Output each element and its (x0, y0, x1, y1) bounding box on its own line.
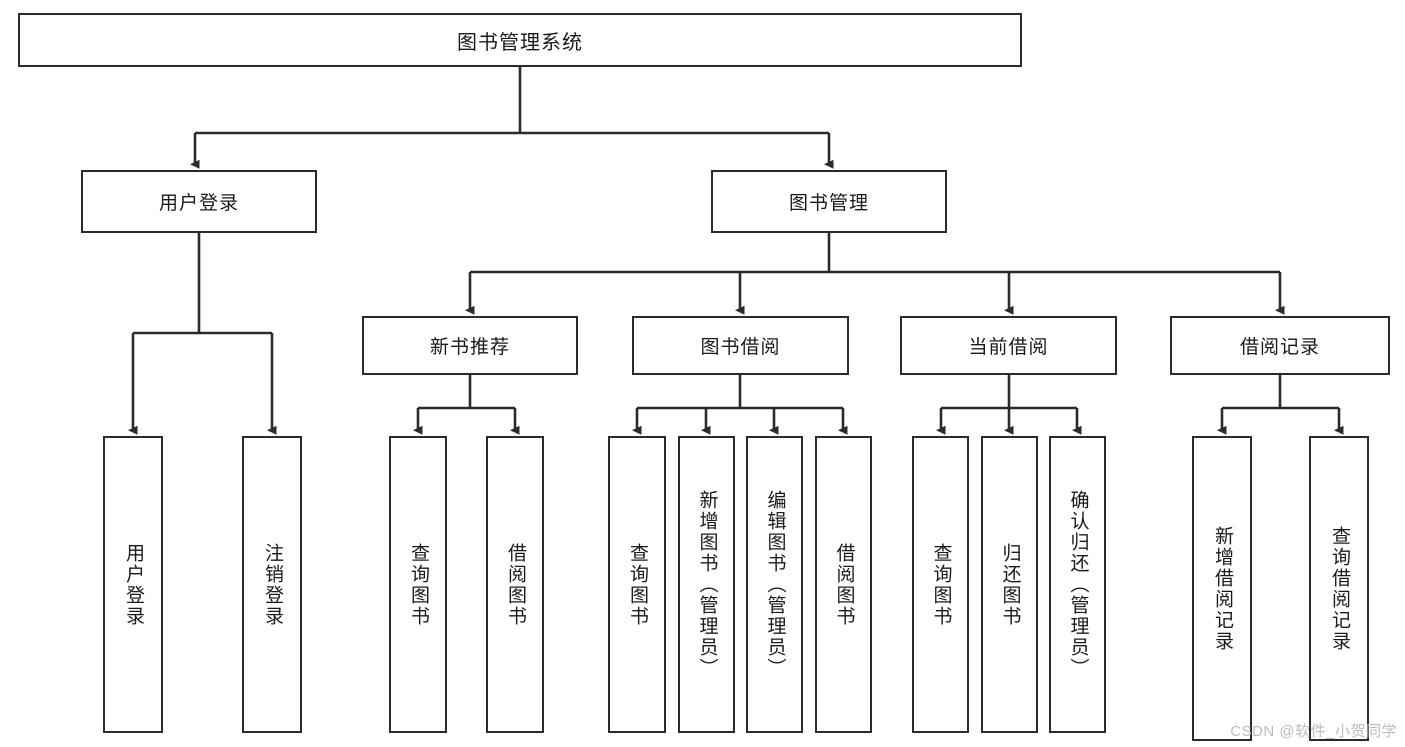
leaf-return-book[interactable]: 归还图书 (981, 436, 1038, 733)
node-current-borrow[interactable]: 当前借阅 (900, 316, 1117, 375)
leaf-label: 归还图书 (999, 542, 1021, 627)
leaf-query-book-newbook[interactable]: 查询图书 (389, 436, 447, 733)
leaf-add-book-admin[interactable]: 新增图书（管理员） (678, 436, 735, 733)
leaf-query-book-current[interactable]: 查询图书 (912, 436, 969, 733)
leaf-label: 新增借阅记录 (1211, 525, 1233, 652)
leaf-label: 查询借阅记录 (1328, 525, 1350, 652)
leaf-edit-book-admin[interactable]: 编辑图书（管理员） (746, 436, 803, 733)
node-book-management[interactable]: 图书管理 (711, 170, 947, 233)
leaf-label: 用户登录 (122, 542, 144, 627)
leaf-label: 借阅图书 (833, 542, 855, 627)
leaf-query-book-borrow[interactable]: 查询图书 (608, 436, 666, 733)
leaf-label: 编辑图书（管理员） (764, 490, 786, 679)
node-book-borrow[interactable]: 图书借阅 (632, 316, 849, 375)
leaf-label: 确认归还（管理员） (1067, 490, 1089, 679)
leaf-add-borrow-record[interactable]: 新增借阅记录 (1192, 436, 1252, 741)
leaf-label: 查询图书 (626, 542, 648, 627)
leaf-confirm-return-admin[interactable]: 确认归还（管理员） (1049, 436, 1106, 733)
leaf-user-login[interactable]: 用户登录 (103, 436, 163, 733)
leaf-label: 查询图书 (930, 542, 952, 627)
node-user-login[interactable]: 用户登录 (81, 170, 317, 233)
leaf-label: 注销登录 (261, 542, 283, 627)
node-new-book-recommend[interactable]: 新书推荐 (362, 316, 578, 375)
leaf-label: 新增图书（管理员） (696, 490, 718, 679)
leaf-borrow-book-newbook[interactable]: 借阅图书 (486, 436, 544, 733)
leaf-label: 查询图书 (407, 542, 429, 627)
leaf-label: 借阅图书 (504, 542, 526, 627)
node-root[interactable]: 图书管理系统 (18, 13, 1022, 67)
leaf-query-borrow-record[interactable]: 查询借阅记录 (1309, 436, 1369, 741)
leaf-logout-login[interactable]: 注销登录 (242, 436, 302, 733)
watermark: CSDN @软件_小贺同学 (1230, 723, 1397, 740)
node-borrow-record[interactable]: 借阅记录 (1170, 316, 1390, 375)
leaf-borrow-book[interactable]: 借阅图书 (815, 436, 872, 733)
